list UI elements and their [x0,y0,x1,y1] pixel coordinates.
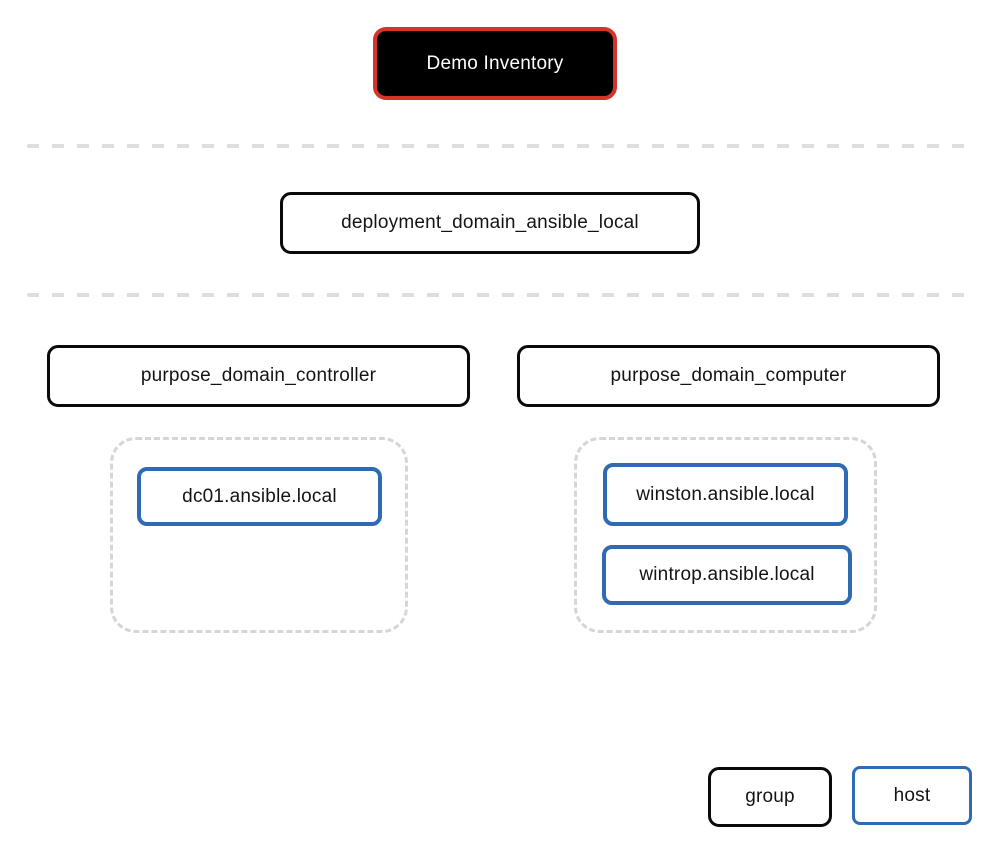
node-purpose-domain-controller[interactable]: purpose_domain_controller [47,345,470,407]
node-purpose-domain-computer[interactable]: purpose_domain_computer [517,345,940,407]
legend-group-box: group [708,767,832,827]
legend-host-box: host [852,766,972,825]
node-host-winston[interactable]: winston.ansible.local [603,463,848,526]
node-host-wintrop[interactable]: wintrop.ansible.local [602,545,852,605]
node-host-dc01[interactable]: dc01.ansible.local [137,467,382,526]
node-demo-inventory[interactable]: Demo Inventory [373,27,617,100]
node-deployment-domain-ansible-local[interactable]: deployment_domain_ansible_local [280,192,700,254]
level-separator-1 [27,144,977,148]
level-separator-2 [27,293,977,297]
